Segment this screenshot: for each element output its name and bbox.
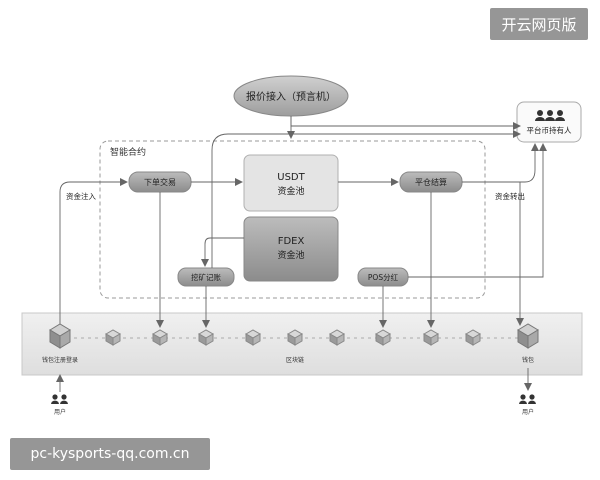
oracle-label: 报价接入（预言机） xyxy=(246,90,336,103)
fund-in-label: 资金注入 xyxy=(66,191,96,201)
edge-pos-holders xyxy=(408,143,547,278)
blockchain-band xyxy=(21,312,583,376)
order-label: 下单交易 xyxy=(144,177,176,187)
wallet-cube xyxy=(517,323,539,349)
user-right-label: 用户 xyxy=(522,408,534,416)
chain-block xyxy=(328,329,346,346)
edge-mining-holders xyxy=(211,130,521,268)
register-cube xyxy=(49,323,71,349)
wallet-label: 钱包 xyxy=(522,356,534,364)
user-left-icon xyxy=(51,394,68,404)
chain-block xyxy=(151,329,169,346)
chain-block xyxy=(244,329,262,346)
user-left-label: 用户 xyxy=(54,408,66,416)
edge-fdex-mining xyxy=(201,237,244,267)
usdt-label-2: 资金池 xyxy=(277,185,304,197)
holders-icon xyxy=(535,110,565,121)
user-right-icon xyxy=(519,394,536,404)
chain-block xyxy=(464,329,482,346)
smart-contract-frame xyxy=(99,140,486,299)
usdt-label-1: USDT xyxy=(277,172,305,183)
smart-contract-label: 智能合约 xyxy=(110,146,146,158)
mining-label: 挖矿记账 xyxy=(191,272,221,282)
chain-block xyxy=(374,329,392,346)
wallet-register-label: 钱包注册登录 xyxy=(42,356,78,364)
edge-register-order xyxy=(59,178,128,325)
settle-label: 平仓结算 xyxy=(415,177,447,187)
edge-settle-wallet xyxy=(462,181,524,326)
watermark-top: 开云网页版 xyxy=(490,8,588,40)
fdex-label-2: 资金池 xyxy=(277,249,304,261)
watermark-bottom: pc-kysports-qq.com.cn xyxy=(10,438,210,470)
edge-oracle-holders xyxy=(290,116,521,130)
edge-settle-holders xyxy=(462,143,539,183)
fdex-pool-node xyxy=(243,216,339,282)
usdt-pool-node xyxy=(243,154,339,212)
chain-block xyxy=(286,329,304,346)
chain-block xyxy=(422,329,440,346)
chain-block xyxy=(197,329,215,346)
pos-label: POS分红 xyxy=(368,272,399,282)
chain-block xyxy=(104,329,122,346)
fdex-label-1: FDEX xyxy=(278,236,305,247)
fund-out-label: 资金转出 xyxy=(495,191,525,201)
holders-node xyxy=(516,101,582,143)
chain-cubes xyxy=(49,323,539,349)
blockchain-label: 区块链 xyxy=(286,356,304,364)
holders-label: 平台币持有人 xyxy=(527,125,572,135)
